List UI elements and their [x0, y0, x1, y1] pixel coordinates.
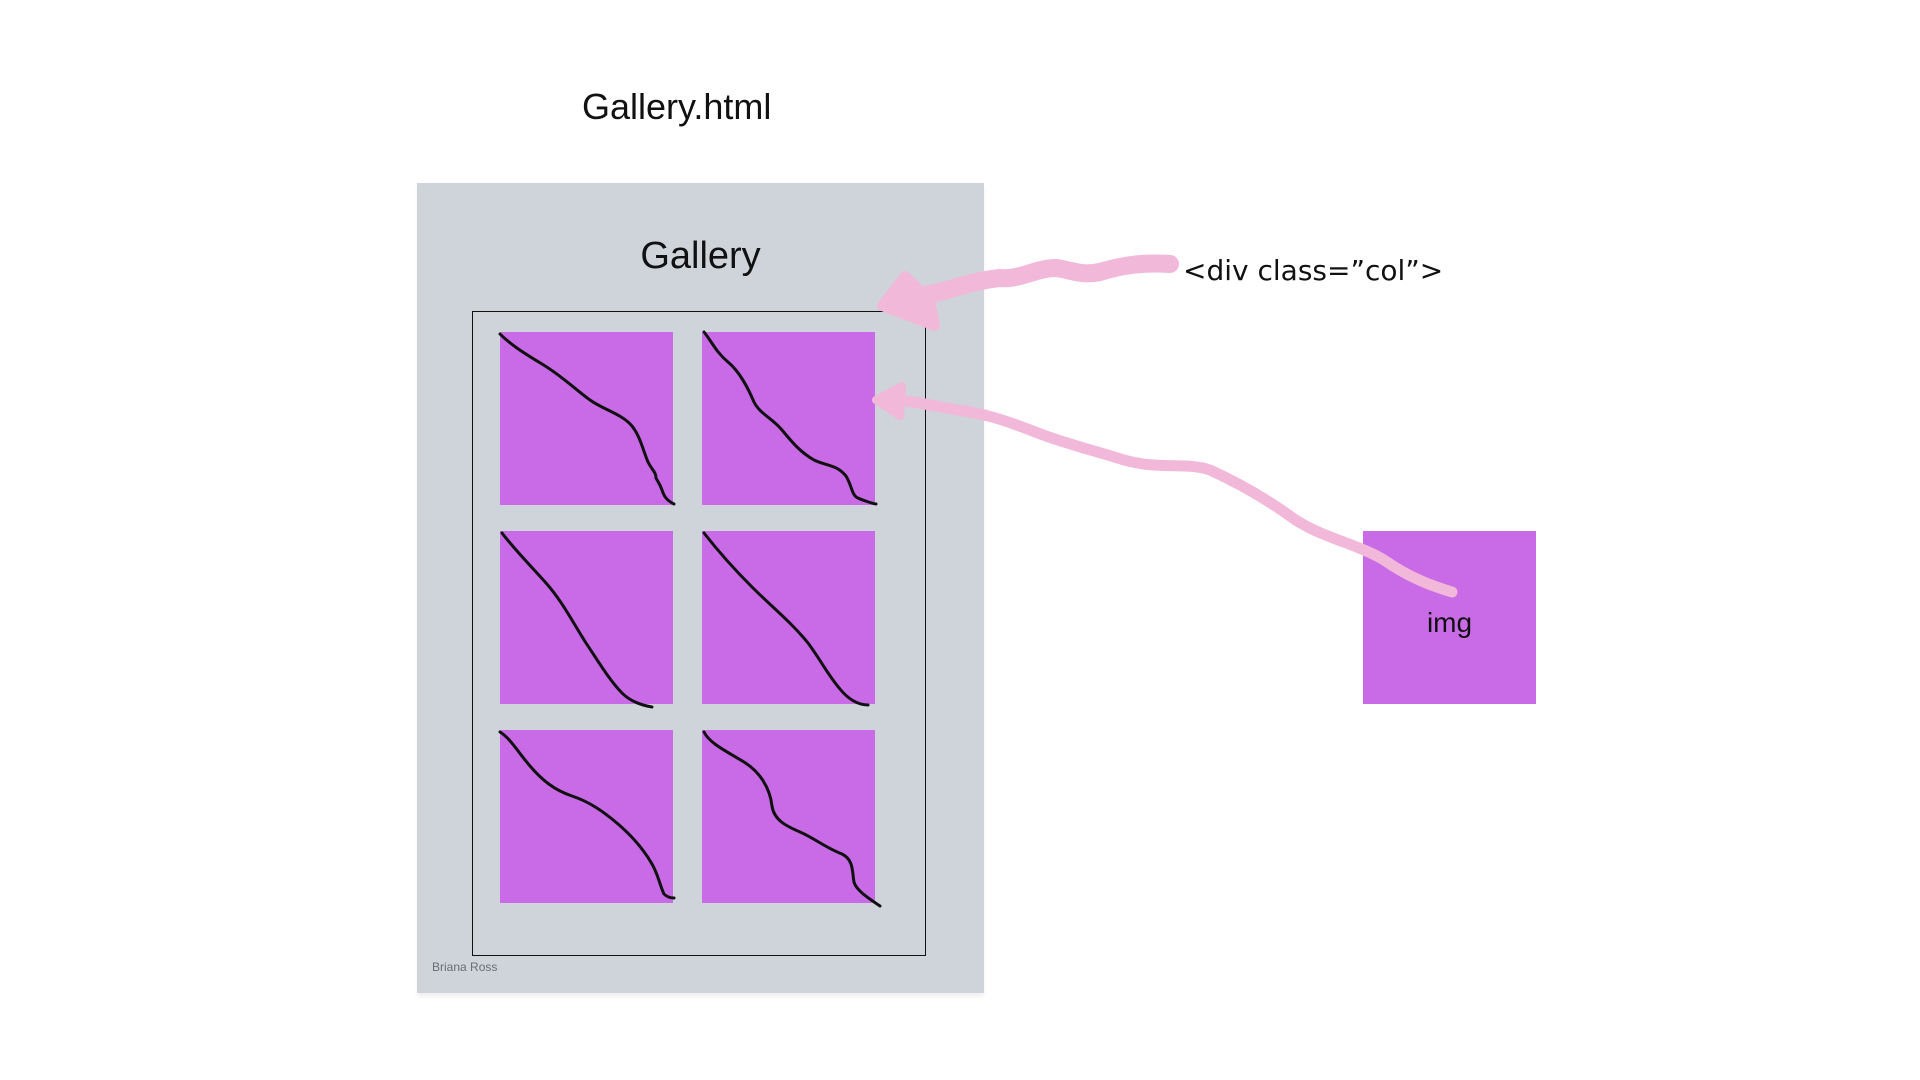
author-credit: Briana Ross: [432, 960, 498, 974]
img-element-box: img: [1363, 531, 1536, 704]
col-annotation-label: <div class=”col”>: [1183, 254, 1444, 287]
col-container: [472, 311, 926, 956]
gallery-image-3: [500, 531, 673, 709]
image-placeholder-stroke-1: [498, 332, 676, 506]
gallery-image-1: [498, 332, 676, 506]
image-placeholder-stroke-4: [702, 531, 870, 707]
file-title: Gallery.html: [582, 86, 772, 127]
gallery-image-4: [702, 531, 875, 707]
gallery-image-2: [702, 330, 878, 506]
page-heading: Gallery: [640, 235, 761, 277]
image-placeholder-stroke-6: [702, 730, 882, 908]
image-placeholder-stroke-3: [500, 531, 654, 709]
img-annotation-label: img: [1426, 607, 1473, 638]
gallery-image-5: [498, 730, 676, 903]
gallery-image-6: [702, 730, 882, 908]
image-placeholder-stroke-5: [498, 730, 676, 900]
image-grid: [473, 312, 927, 957]
image-placeholder-stroke-2: [702, 330, 878, 506]
gallery-page: Gallery: [417, 183, 984, 993]
